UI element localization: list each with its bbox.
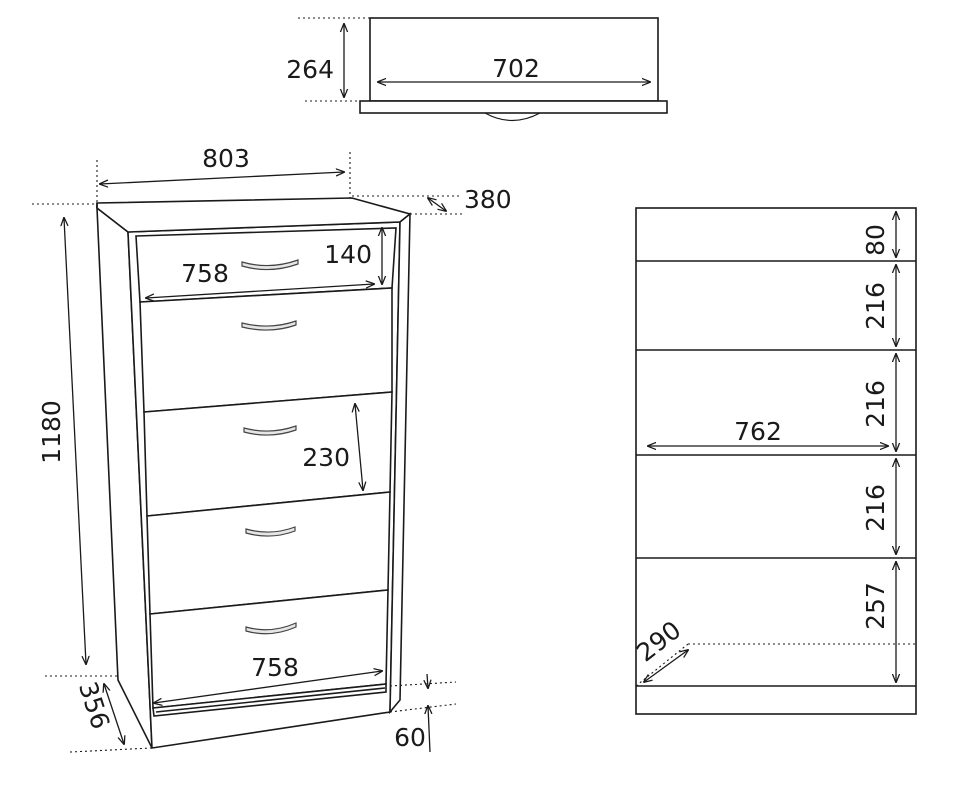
top-view-width-label: 702 [492, 54, 540, 83]
top-view-drawer-front [359, 100, 668, 114]
top-view-drawer-box [369, 17, 659, 102]
base-depth-356-label: 356 [73, 678, 115, 732]
section-view: 80 216 216 216 257 762 290 [631, 207, 917, 715]
drawer-2 [139, 287, 393, 413]
width-803-label: 803 [202, 144, 250, 173]
carcass-right-edge [389, 212, 411, 715]
section-height-216a-label: 216 [861, 282, 890, 330]
section-width-762-label: 762 [734, 417, 782, 446]
base-depth-356-arrow [104, 684, 124, 744]
drawer-1-handle [241, 259, 299, 271]
drawer-width-758-arrow [146, 284, 374, 298]
bottom-width-758-label: 758 [251, 653, 299, 682]
ext-base-top [389, 681, 457, 687]
width-803-arrow [100, 172, 344, 184]
section-height-257-label: 257 [861, 582, 890, 630]
height-1180-arrow [64, 218, 86, 664]
base-60-label: 60 [394, 723, 426, 752]
drawer-5-handle [245, 622, 297, 635]
top-view-height-label: 264 [286, 55, 334, 84]
height-1180-label: 1180 [37, 400, 66, 464]
section-outline [635, 207, 917, 715]
section-height-80-label: 80 [861, 224, 890, 256]
ext-base-depth [69, 747, 153, 753]
drawer-width-758-label: 758 [181, 259, 229, 288]
drawer-height-230-arrow [355, 404, 363, 490]
top-view: 264 702 [286, 17, 668, 122]
drawer-height-230-label: 230 [302, 443, 350, 472]
drawer-height-140-label: 140 [324, 240, 372, 269]
section-height-216b-label: 216 [861, 380, 890, 428]
depth-380-arrow [428, 198, 446, 211]
drawer-3-handle [243, 425, 297, 436]
base-60-arrow-top [427, 673, 428, 688]
bottom-width-758-arrow [154, 671, 382, 703]
section-height-216c-label: 216 [861, 484, 890, 532]
drawer-2-handle [241, 320, 297, 331]
drawer-4-handle [245, 526, 296, 537]
front-view: 803 380 1180 140 758 230 758 60 356 [32, 144, 512, 753]
section-depth-290-arrow [644, 650, 688, 682]
depth-380-label: 380 [464, 185, 512, 214]
top-view-handle [484, 112, 541, 122]
base-60-arrow-bottom [428, 706, 430, 753]
ext-base-bottom [389, 703, 457, 713]
